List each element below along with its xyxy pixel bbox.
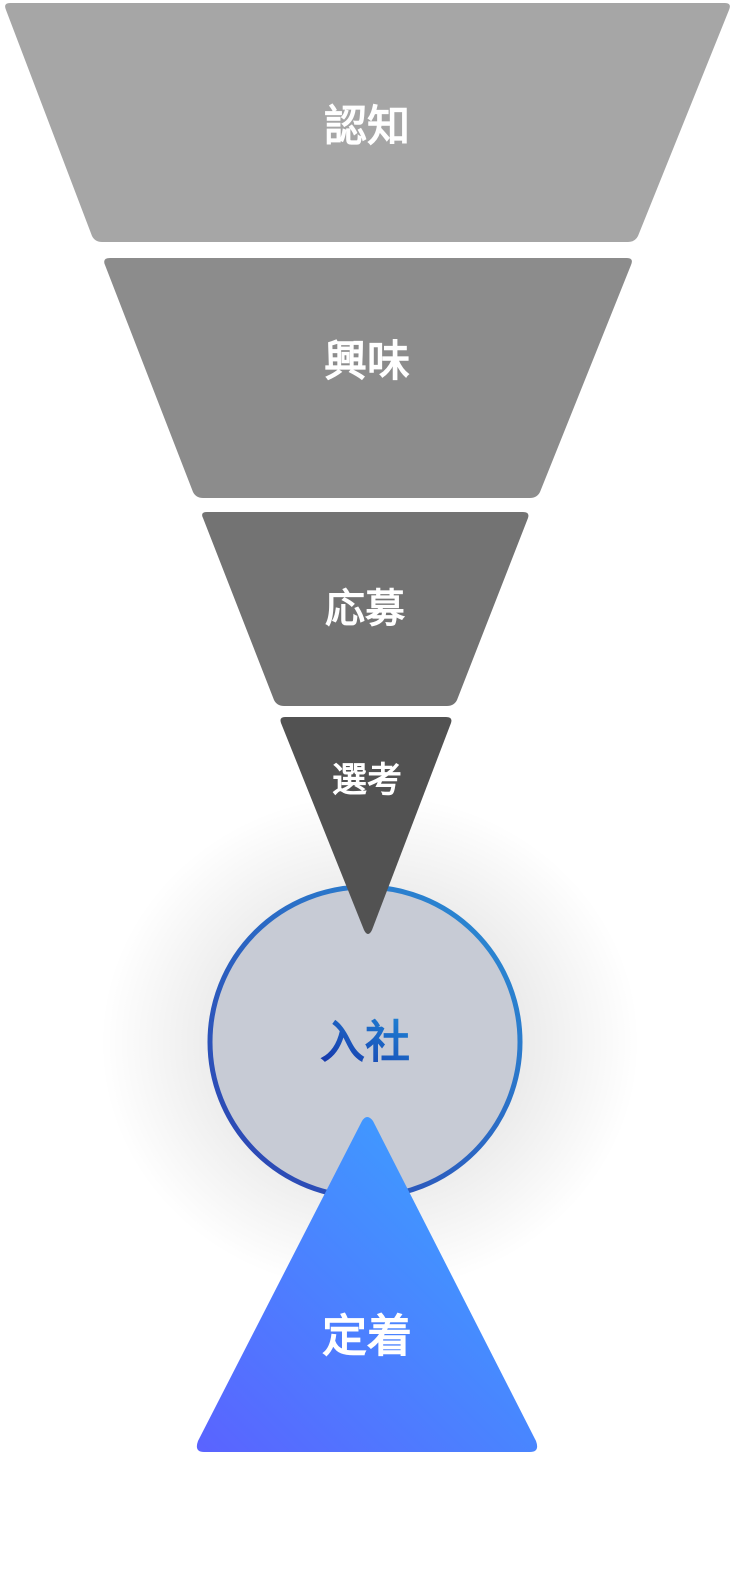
hire-circle: 入社 [207,884,523,1200]
funnel-stage-1: 認知 [5,3,730,242]
funnel-stage-3-shape [202,512,529,706]
retention-label: 定着 [322,1310,412,1363]
funnel-stage-4-shape [280,717,452,934]
funnel-stage-4: 選考 [280,717,452,934]
hire-label: 入社 [320,1016,410,1069]
retention-triangle: 定着 [196,1117,538,1452]
funnel-stage-3-label: 応募 [325,586,406,632]
funnel-stage-4-label: 選考 [332,761,402,801]
funnel-stage-1-label: 認知 [324,102,410,152]
funnel-stage-1-shape [5,3,730,242]
funnel-stage-2-shape [104,258,632,498]
retention-triangle-shape [196,1117,538,1452]
funnel-stage-2-label: 興味 [324,337,410,387]
funnel-stage-3: 応募 [202,512,529,706]
funnel-stage-2: 興味 [104,258,632,498]
